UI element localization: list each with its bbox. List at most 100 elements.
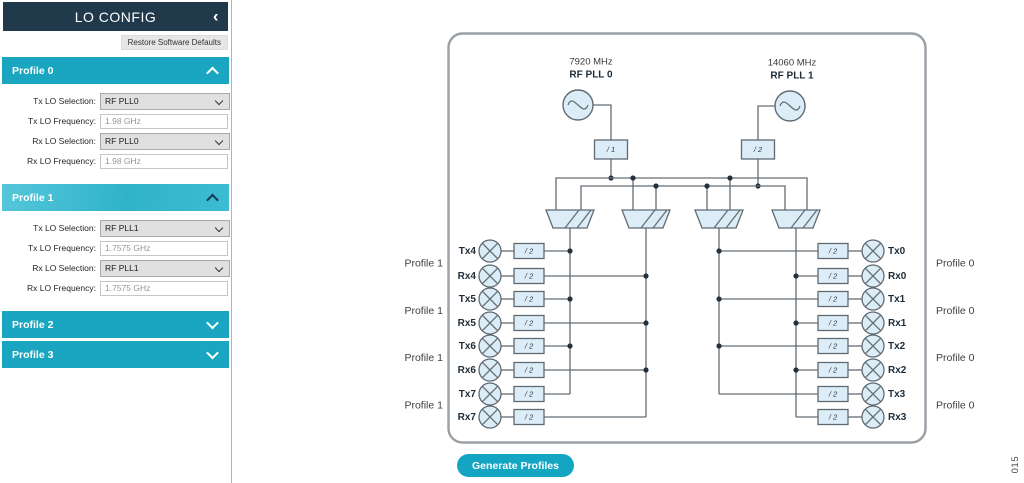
- diagram-text: Tx7: [459, 389, 477, 400]
- p0-rx-lo-frequency-input[interactable]: [100, 153, 228, 169]
- diagram-text: / 2: [524, 294, 534, 303]
- mixer-cross: [864, 408, 882, 426]
- mixer-cross: [481, 290, 499, 308]
- generate-profiles-button[interactable]: Generate Profiles: [457, 454, 574, 477]
- mux-icon: [694, 209, 744, 229]
- mixer-cross: [864, 290, 882, 308]
- mux-select-line: [790, 209, 806, 229]
- panel-title: LO CONFIG: [74, 8, 157, 25]
- p1-tx-lo-selection-select[interactable]: RF PLL1: [100, 219, 230, 237]
- junction-dot: [716, 248, 722, 254]
- p1-tx-lo-frequency-label: Tx LO Frequency:: [27, 243, 96, 253]
- junction-dot: [567, 248, 573, 254]
- diagram-text: RF PLL 0: [569, 70, 613, 81]
- mixer-cross: [864, 385, 882, 403]
- diagram-text: 14060 MHz: [768, 58, 817, 69]
- diagram-text: Rx6: [458, 365, 477, 376]
- diagram-text: / 2: [524, 341, 534, 350]
- diagram-text: Tx3: [888, 389, 906, 400]
- diagram-text: Rx5: [458, 318, 477, 329]
- junction-dot: [704, 183, 710, 189]
- diagram-text: Tx5: [459, 294, 477, 305]
- p0-rx-lo-selection-value: RF PLL0: [105, 135, 139, 146]
- mux-icon: [621, 209, 671, 229]
- p0-rx-lo-selection-select[interactable]: RF PLL0: [100, 132, 230, 150]
- diagram-text: / 2: [828, 389, 838, 398]
- p1-rx-lo-selection-select[interactable]: RF PLL1: [100, 259, 230, 277]
- diagram-text: Profile 0: [936, 305, 975, 317]
- lo-config-sidebar: LO CONFIG ‹ Restore Software Defaults Pr…: [0, 0, 232, 483]
- diagram-text: / 2: [828, 318, 838, 327]
- mux-select-line: [802, 209, 818, 229]
- collapse-panel-icon[interactable]: ‹: [212, 5, 219, 25]
- p0-tx-lo-selection-select[interactable]: RF PLL0: [100, 92, 230, 110]
- mixer-cross: [481, 361, 499, 379]
- junction-dot: [643, 273, 649, 279]
- mixer-cross: [481, 385, 499, 403]
- mux-icon: [545, 209, 595, 229]
- diagram-text: Rx4: [458, 271, 477, 282]
- mixer-cross: [864, 314, 882, 332]
- diagram-text: / 2: [828, 365, 838, 374]
- pll1-wire: [757, 105, 775, 140]
- diagram-text: Rx0: [888, 271, 907, 282]
- profile-0-label: Profile 0: [12, 64, 54, 77]
- diagram-text: / 2: [828, 246, 838, 255]
- p1-rx-lo-selection-value: RF PLL1: [105, 262, 139, 273]
- pll0-wire: [593, 104, 612, 140]
- junction-dot: [727, 175, 733, 181]
- mux-select-line: [725, 209, 741, 229]
- profile-3-header[interactable]: Profile 3: [2, 341, 229, 368]
- diagram-text: / 2: [828, 271, 838, 280]
- profile-1-header[interactable]: Profile 1: [2, 184, 229, 211]
- p1-rx-lo-frequency-input[interactable]: [100, 280, 228, 296]
- p1-tx-lo-selection-label: Tx LO Selection:: [33, 223, 96, 233]
- p0-rx-lo-selection-label: Rx LO Selection:: [32, 136, 96, 146]
- panel-header: LO CONFIG ‹: [3, 2, 228, 31]
- figure-number: 015: [1010, 455, 1021, 473]
- pll1-bus: [580, 185, 786, 210]
- p1-tx-lo-frequency-input[interactable]: [100, 240, 228, 256]
- profile-1-body: Tx LO Selection: RF PLL1 Tx LO Frequency…: [0, 211, 231, 304]
- p0-rx-lo-frequency-label: Rx LO Frequency:: [27, 156, 96, 166]
- diagram-text: RF PLL 1: [770, 71, 814, 82]
- diagram-text: Profile 1: [404, 352, 443, 364]
- diagram-text: / 2: [524, 246, 534, 255]
- restore-defaults-button[interactable]: Restore Software Defaults: [120, 35, 228, 50]
- p0-tx-lo-selection-label: Tx LO Selection:: [33, 96, 96, 106]
- p1-rx-lo-selection-label: Rx LO Selection:: [32, 263, 96, 273]
- mux-select-line: [640, 209, 656, 229]
- diagram-text: / 2: [753, 145, 763, 154]
- mixer-cross: [481, 314, 499, 332]
- mux-select-line: [576, 209, 592, 229]
- p1-tx-lo-selection-value: RF PLL1: [105, 222, 139, 233]
- mixer-cross: [481, 337, 499, 355]
- junction-dot: [643, 320, 649, 326]
- diagram-text: / 2: [524, 412, 534, 421]
- profile-2-header[interactable]: Profile 2: [2, 311, 229, 338]
- sine-wave-icon: [779, 101, 801, 111]
- profile-0-header[interactable]: Profile 0: [2, 57, 229, 84]
- junction-dot: [653, 183, 659, 189]
- junction-dot: [567, 343, 573, 349]
- diagram-text: Profile 1: [404, 257, 443, 269]
- sine-wave-icon: [567, 100, 589, 110]
- mixer-cross: [481, 408, 499, 426]
- mux-select-line: [564, 209, 580, 229]
- diagram-text: Profile 0: [936, 257, 975, 269]
- diagram-text: / 2: [524, 271, 534, 280]
- p0-tx-lo-selection-value: RF PLL0: [105, 95, 139, 106]
- diagram-text: Profile 0: [936, 399, 975, 411]
- junction-dot: [716, 296, 722, 302]
- diagram-text: Profile 1: [404, 305, 443, 317]
- diagram-text: / 2: [828, 294, 838, 303]
- mixer-cross: [481, 267, 499, 285]
- mux-icon: [771, 209, 821, 229]
- diagram-text: / 2: [828, 341, 838, 350]
- junction-dot: [793, 320, 799, 326]
- pll0-bus: [555, 177, 808, 210]
- diagram-text: Profile 0: [936, 352, 975, 364]
- p0-tx-lo-frequency-label: Tx LO Frequency:: [27, 116, 96, 126]
- junction-dot: [630, 175, 636, 181]
- p0-tx-lo-frequency-input[interactable]: [100, 113, 228, 129]
